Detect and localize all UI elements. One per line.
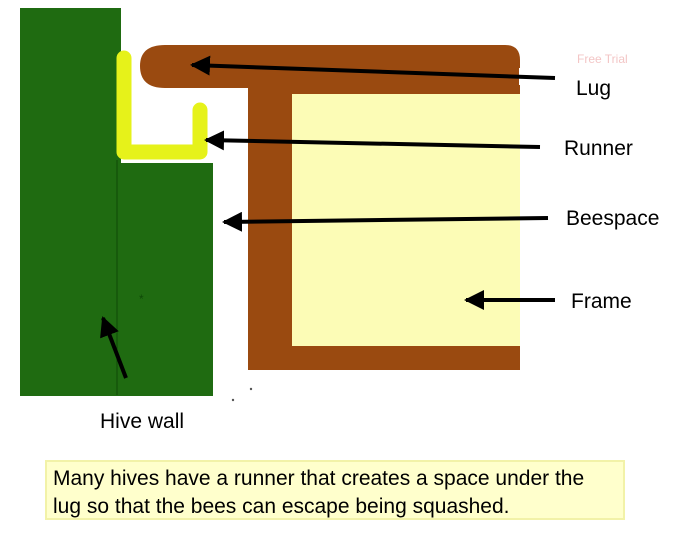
hive-wall-lower	[121, 163, 213, 396]
caption-text: Many hives have a runner that creates a …	[53, 467, 585, 518]
beespace-label: Beespace	[566, 207, 659, 230]
runner	[116, 50, 208, 160]
caption-box: Many hives have a runner that creates a …	[45, 460, 625, 520]
frame-label: Frame	[571, 290, 632, 313]
watermark-text: Free Trial	[577, 52, 628, 66]
hive-wall-label: Hive wall	[100, 410, 184, 433]
runner-arrow	[204, 130, 541, 151]
speck-dot	[231, 398, 235, 402]
runner-label: Runner	[564, 137, 633, 160]
hive-wall-upper	[20, 8, 121, 396]
lug-arrow	[190, 55, 556, 80]
frame-lug	[140, 45, 520, 88]
hive-wall-speck: *	[139, 292, 144, 306]
hive-wall: *	[20, 8, 213, 396]
speck-dot	[249, 387, 253, 391]
hive-wall-arrow	[100, 316, 128, 379]
beespace-arrow	[222, 211, 549, 232]
lug-label: Lug	[576, 77, 611, 100]
